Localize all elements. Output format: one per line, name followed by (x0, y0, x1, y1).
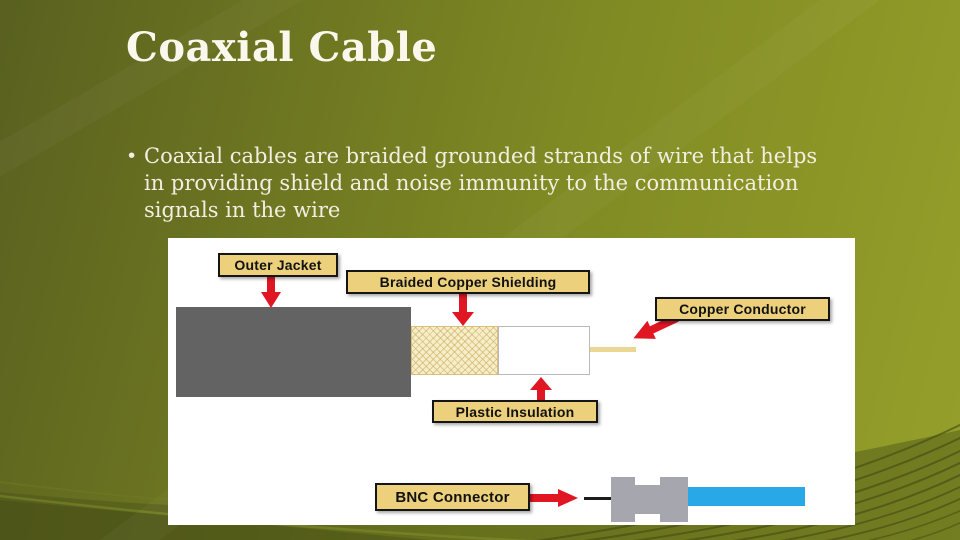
bnc-pin-shape (584, 497, 611, 500)
outer-jacket-arrow-icon (261, 274, 281, 308)
bnc-connector-shape (660, 477, 688, 522)
plastic-insulation-arrow-icon (530, 377, 552, 401)
copper-conductor-shape (590, 347, 636, 352)
bullet-marker: • (126, 145, 138, 167)
bnc-connector-arrow-icon (530, 489, 578, 507)
bnc-connector-shape (611, 477, 635, 522)
label-bnc-connector: BNC Connector (375, 483, 530, 511)
coaxial-cable-diagram: Outer Jacket Braided Copper Shielding Co… (168, 238, 855, 525)
page-title: Coaxial Cable (126, 24, 438, 71)
plastic-insulation-shape (498, 326, 590, 375)
label-plastic-insulation: Plastic Insulation (432, 400, 598, 423)
braided-shielding-shape (411, 326, 498, 375)
label-outer-jacket: Outer Jacket (218, 253, 338, 277)
bullet-text: Coaxial cables are braided grounded stra… (144, 144, 818, 222)
label-braided-copper-shielding: Braided Copper Shielding (346, 270, 590, 294)
cable-blue-shape (688, 487, 805, 506)
bullet-item: • Coaxial cables are braided grounded st… (126, 143, 832, 224)
braided-shielding-arrow-icon (452, 293, 474, 326)
label-copper-conductor: Copper Conductor (655, 297, 830, 321)
bnc-connector-shape (635, 485, 660, 514)
outer-jacket-shape (176, 307, 411, 397)
